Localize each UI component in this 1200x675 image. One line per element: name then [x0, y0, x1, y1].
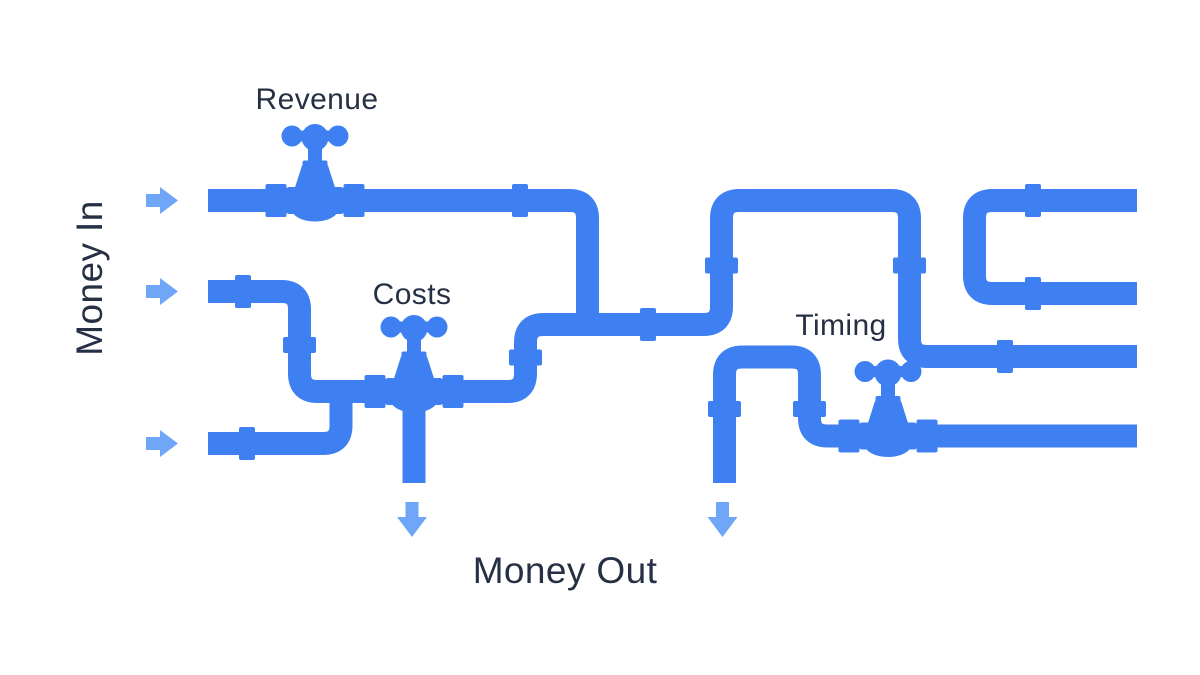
pipe-coupling	[705, 257, 738, 274]
pipe-coupling	[509, 349, 542, 366]
pipe-coupling	[1025, 184, 1041, 217]
pipe-coupling	[512, 184, 528, 217]
costs-label: Costs	[372, 278, 452, 311]
pipe-coupling	[640, 308, 656, 341]
main-flow-pipe	[208, 189, 1137, 403]
pipe-coupling	[793, 401, 826, 417]
costs-valve-icon	[364, 315, 464, 413]
money-in-label: Money In	[69, 200, 110, 356]
revenue-valve-icon	[265, 124, 365, 222]
money-in-arrow-icon	[146, 278, 178, 305]
pipe-coupling	[1025, 277, 1041, 310]
pipe-coupling	[708, 401, 741, 417]
money-out-arrow-icon	[707, 502, 738, 537]
pipe-coupling	[893, 257, 926, 274]
pipe-coupling	[997, 340, 1013, 373]
timing-label: Timing	[795, 309, 887, 342]
pipe-coupling	[239, 427, 255, 460]
revenue-inflow-pipe	[208, 189, 599, 325]
money-out-arrow-icon	[397, 502, 427, 537]
money-in-arrow-icon	[146, 187, 178, 214]
money-in-arrow-icon	[146, 430, 178, 457]
timing-loop-pipe	[713, 345, 1137, 483]
pipe-coupling	[283, 337, 316, 353]
money-out-label: Money Out	[472, 550, 658, 591]
timing-valve-icon	[838, 359, 938, 457]
pipe-coupling	[235, 275, 251, 308]
third-inflow-pipe	[208, 391, 353, 455]
revenue-label: Revenue	[255, 83, 379, 116]
reserve-pipe-section	[963, 189, 1137, 305]
